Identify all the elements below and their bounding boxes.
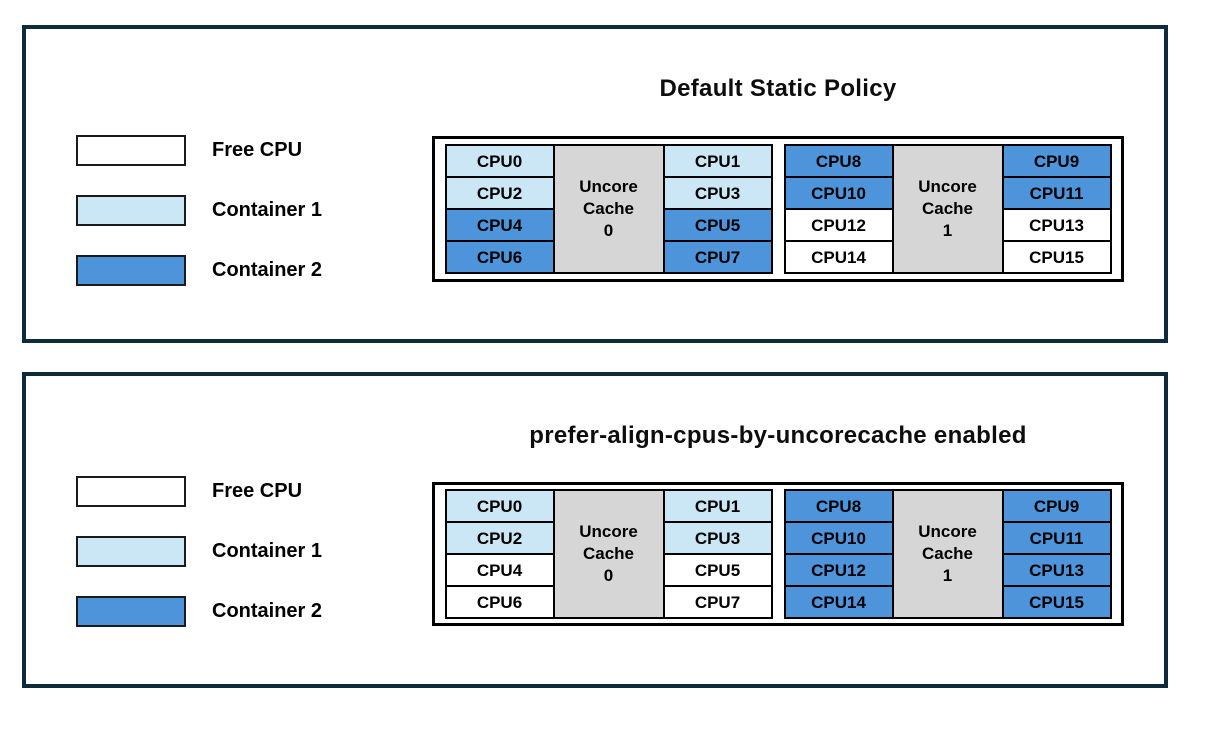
- cpu-cell-cpu14: CPU14: [783, 585, 894, 619]
- cpu-cell-cpu0: CPU0: [444, 144, 555, 178]
- legend-swatch-container-1: [76, 195, 186, 226]
- cpu-cell-cpu8: CPU8: [783, 489, 894, 523]
- cpu-cell-cpu11: CPU11: [1001, 176, 1112, 210]
- legend-swatch-container-2: [76, 596, 186, 627]
- uncore-cache-label-line: 1: [942, 221, 953, 241]
- cpu-cell-cpu15: CPU15: [1001, 585, 1112, 619]
- cpu-cell-cpu12: CPU12: [783, 553, 894, 587]
- uncore-cache-label-line: 0: [603, 221, 614, 241]
- cpu-cell-cpu10: CPU10: [783, 521, 894, 555]
- cpu-cell-cpu3: CPU3: [662, 521, 773, 555]
- uncore-cache-label-line: Uncore: [579, 176, 638, 196]
- legend-item: Container 2: [76, 596, 322, 627]
- panel-default-static-policy: Default Static Policy Free CPU Container …: [22, 25, 1168, 343]
- uncore-cache-label-line: Cache: [582, 543, 635, 563]
- legend-label: Free CPU: [212, 480, 303, 502]
- legend-label: Container 1: [212, 199, 323, 221]
- legend: Free CPU Container 1 Container 2: [76, 476, 322, 627]
- cpu-cell-cpu14: CPU14: [783, 240, 894, 274]
- cpu-cell-cpu7: CPU7: [662, 585, 773, 619]
- cpu-cell-cpu13: CPU13: [1001, 208, 1112, 242]
- cpu-cell-cpu5: CPU5: [662, 208, 773, 242]
- uncore-cache-label-line: Cache: [921, 543, 974, 563]
- cpu-cell-cpu1: CPU1: [662, 489, 773, 523]
- cpu-cell-cpu9: CPU9: [1001, 489, 1112, 523]
- uncore-cache-label-line: Uncore: [579, 521, 638, 541]
- legend-label: Container 2: [212, 259, 323, 281]
- uncore-cache-label-line: Cache: [921, 198, 974, 218]
- cpu-cell-cpu13: CPU13: [1001, 553, 1112, 587]
- uncore-cache-label-line: Cache: [582, 198, 635, 218]
- uncore-cache-label-line: Uncore: [918, 176, 977, 196]
- cpu-cell-cpu6: CPU6: [444, 585, 555, 619]
- panel-title: Default Static Policy: [659, 75, 897, 102]
- cpu-cell-cpu0: CPU0: [444, 489, 555, 523]
- legend: Free CPU Container 1 Container 2: [76, 135, 322, 286]
- cpu-cell-cpu12: CPU12: [783, 208, 894, 242]
- cpu-cell-cpu8: CPU8: [783, 144, 894, 178]
- legend-item: Container 1: [76, 536, 322, 567]
- cpu-cell-cpu2: CPU2: [444, 521, 555, 555]
- cpu-cell-cpu1: CPU1: [662, 144, 773, 178]
- cpu-cell-cpu3: CPU3: [662, 176, 773, 210]
- cpu-cell-cpu15: CPU15: [1001, 240, 1112, 274]
- legend-item: Container 2: [76, 255, 322, 286]
- uncore-cache-label-line: 0: [603, 566, 614, 586]
- legend-item: Container 1: [76, 195, 322, 226]
- cpu-cell-cpu4: CPU4: [444, 553, 555, 587]
- cpu-cell-cpu11: CPU11: [1001, 521, 1112, 555]
- legend-swatch-container-2: [76, 255, 186, 286]
- cpu-cell-cpu2: CPU2: [444, 176, 555, 210]
- legend-label: Free CPU: [212, 139, 303, 161]
- cpu-cell-cpu5: CPU5: [662, 553, 773, 587]
- legend-item: Free CPU: [76, 135, 322, 166]
- cpu-cell-cpu10: CPU10: [783, 176, 894, 210]
- legend-label: Container 1: [212, 540, 323, 562]
- panel-prefer-align-cpus-by-uncorecache: prefer-align-cpus-by-uncorecache enabled…: [22, 372, 1168, 688]
- legend-swatch-container-1: [76, 536, 186, 567]
- cpu-cell-cpu7: CPU7: [662, 240, 773, 274]
- legend-label: Container 2: [212, 600, 323, 622]
- panel-title: prefer-align-cpus-by-uncorecache enabled: [529, 422, 1027, 449]
- cpu-cell-cpu9: CPU9: [1001, 144, 1112, 178]
- uncore-cache-label-line: Uncore: [918, 521, 977, 541]
- legend-swatch-free-cpu: [76, 476, 186, 507]
- cpu-cell-cpu6: CPU6: [444, 240, 555, 274]
- legend-swatch-free-cpu: [76, 135, 186, 166]
- uncore-cache-label-line: 1: [942, 566, 953, 586]
- legend-item: Free CPU: [76, 476, 322, 507]
- cpu-cell-cpu4: CPU4: [444, 208, 555, 242]
